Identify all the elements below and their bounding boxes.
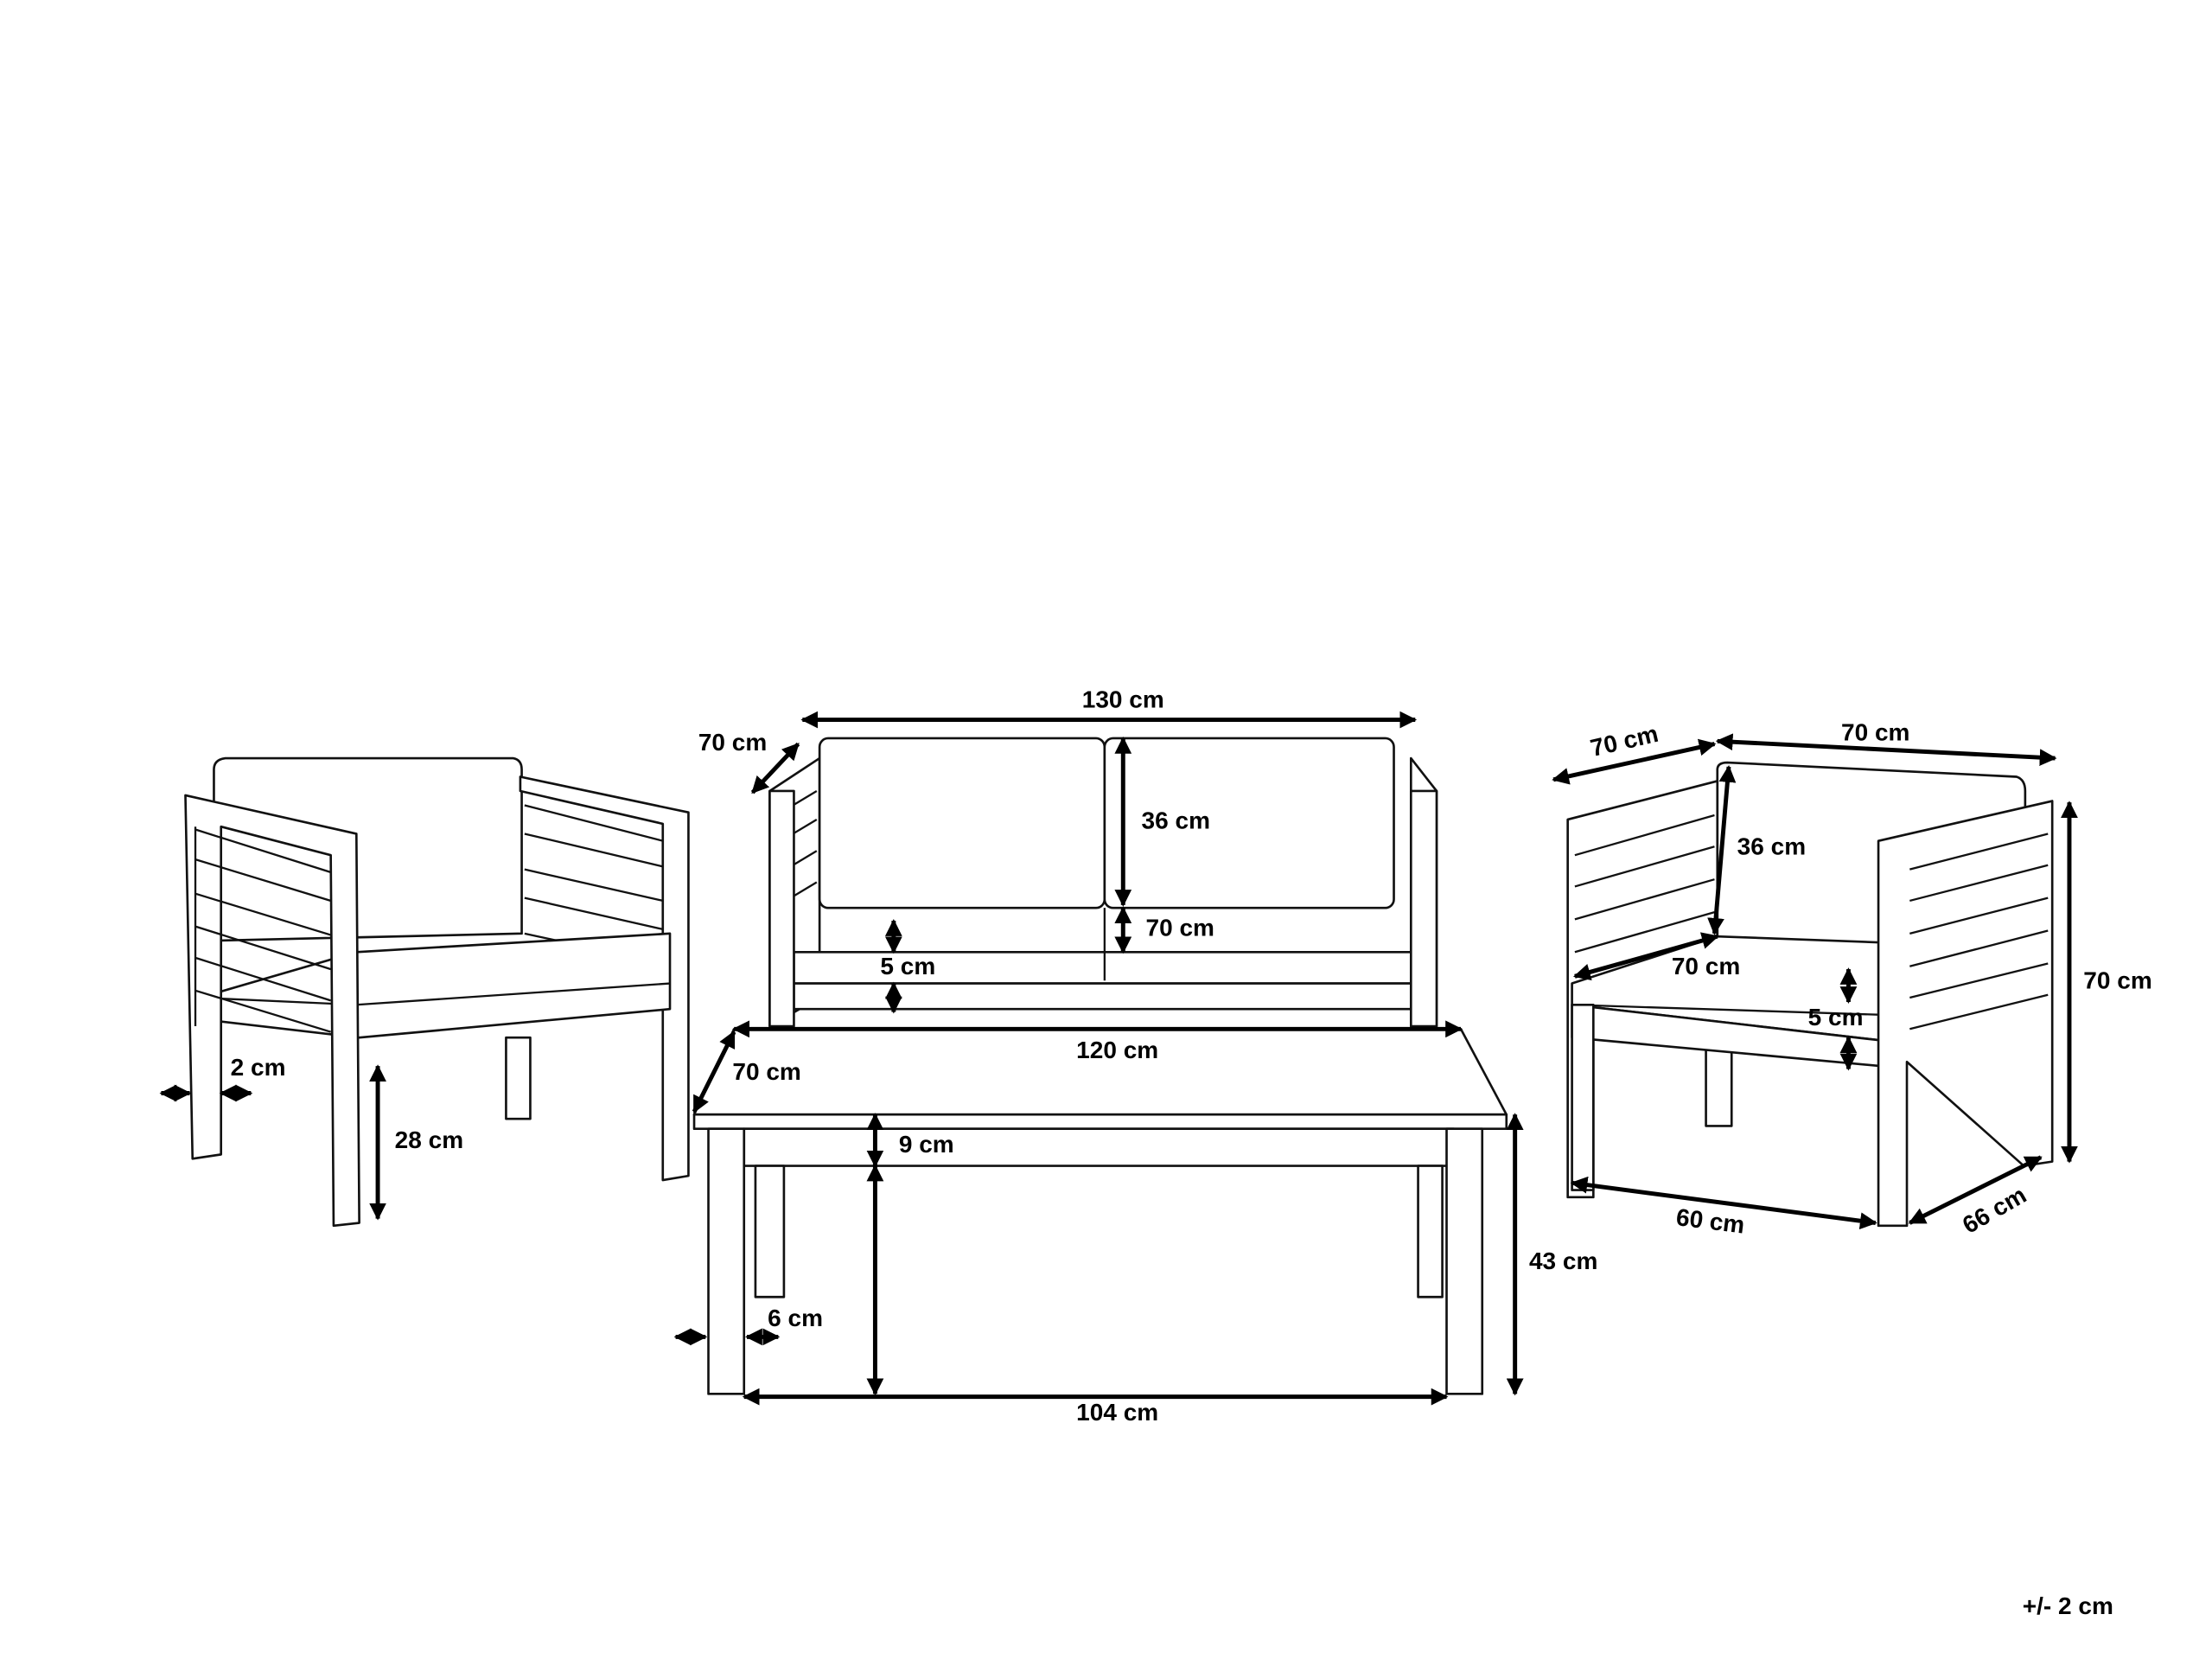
sofa-back-cushion-label: 36 cm bbox=[1142, 807, 1210, 834]
left-chair-slat-label: 2 cm bbox=[231, 1054, 286, 1081]
table-apron-label: 9 cm bbox=[899, 1131, 954, 1158]
table-depth-label: 70 cm bbox=[732, 1058, 800, 1085]
dimension-arrows bbox=[159, 711, 2078, 1406]
sofa-height-label: 70 cm bbox=[1146, 914, 1214, 941]
tolerance-label: +/- 2 cm bbox=[2023, 1592, 2113, 1619]
right-chair-back-cushion-label: 36 cm bbox=[1737, 833, 1806, 859]
sofa-depth-label: 70 cm bbox=[698, 729, 767, 756]
table-leg-label: 6 cm bbox=[768, 1305, 823, 1331]
right-chair-inner-width-label: 60 cm bbox=[1674, 1203, 1746, 1238]
right-chair-seat-cushion-label: 5 cm bbox=[1808, 1004, 1864, 1030]
right-chair-depth-label: 70 cm bbox=[1588, 720, 1661, 762]
table-width-label: 120 cm bbox=[1076, 1037, 1158, 1063]
table-inner-width-label: 104 cm bbox=[1076, 1399, 1158, 1426]
loveseat-drawing bbox=[768, 737, 1438, 1028]
right-armchair-drawing bbox=[1566, 761, 2054, 1228]
right-chair-inner-depth-label: 66 cm bbox=[1958, 1181, 2030, 1239]
right-chair-seat-depth-label: 70 cm bbox=[1672, 953, 1740, 979]
sofa-seat-cushion-label: 5 cm bbox=[880, 953, 935, 979]
left-chair-seat-height-label: 28 cm bbox=[395, 1126, 463, 1153]
right-chair-height-label: 70 cm bbox=[2083, 967, 2151, 993]
coffee-table-drawing bbox=[692, 1027, 1508, 1395]
table-height-label: 43 cm bbox=[1529, 1247, 1597, 1274]
right-chair-width-label: 70 cm bbox=[1841, 718, 1909, 745]
sofa-width-label: 130 cm bbox=[1082, 686, 1164, 713]
left-armchair-drawing bbox=[184, 756, 690, 1228]
